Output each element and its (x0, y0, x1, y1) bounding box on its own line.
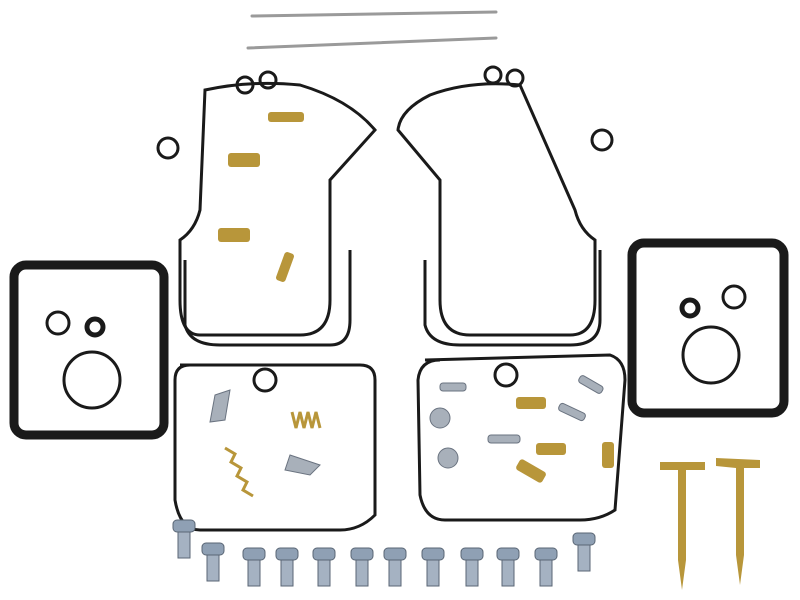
jet (536, 443, 566, 455)
side-gasket-left (9, 260, 169, 440)
needle-valve (284, 454, 321, 476)
bolt (383, 547, 407, 587)
bolt (242, 547, 266, 587)
jet (516, 397, 546, 409)
air-screw (660, 462, 705, 590)
screw (487, 434, 521, 444)
side-gaskets (9, 238, 789, 440)
bolt (572, 532, 596, 572)
o-ring (84, 316, 106, 338)
pilot-jet (276, 252, 294, 282)
gaskets (156, 65, 614, 347)
washer (429, 407, 451, 429)
screw (558, 402, 586, 422)
bolt (496, 547, 520, 587)
pilot-jet (268, 112, 304, 122)
bolt (534, 547, 558, 587)
bolt (172, 519, 196, 559)
float-bowl-gasket-left (178, 81, 377, 337)
gasket-ring (483, 65, 503, 85)
screw (578, 375, 604, 394)
bowl-gaskets (173, 353, 627, 532)
bowl-gasket-outline-left (183, 250, 352, 347)
bolt (275, 547, 299, 587)
o-ring (721, 284, 747, 310)
jet-needle (250, 10, 498, 18)
gasket-ring (156, 136, 180, 160)
side-gasket-right (627, 238, 789, 418)
gasket-ring (235, 75, 255, 95)
gasket-ring (493, 362, 519, 388)
bolt (312, 547, 336, 587)
gasket-ring (258, 70, 278, 90)
o-rings (45, 284, 747, 410)
bolt (421, 547, 445, 587)
brass-jets (218, 112, 760, 590)
bowl-gasket-outline-right (423, 250, 602, 347)
washer (437, 447, 459, 469)
o-ring (681, 325, 741, 385)
gasket-ring (590, 128, 614, 152)
bolts (172, 519, 596, 587)
o-ring (62, 350, 122, 410)
small-parts (209, 375, 604, 476)
jet-needles (246, 10, 498, 50)
float-bowl-gasket-right (396, 82, 597, 337)
bolt (201, 542, 225, 582)
main-jet (218, 228, 250, 242)
jet (602, 442, 614, 468)
springs (224, 411, 322, 498)
o-ring (45, 310, 71, 336)
gasket-ring (252, 367, 278, 393)
bolt (350, 547, 374, 587)
main-jet (228, 153, 260, 167)
air-screw (716, 458, 760, 585)
bolt (460, 547, 484, 587)
o-ring (679, 297, 701, 319)
screw (439, 382, 467, 392)
jet (516, 459, 546, 483)
spring (224, 446, 254, 498)
gasket-ring (505, 68, 525, 88)
needle-valve (209, 389, 231, 423)
jet-needle (246, 36, 498, 50)
bowl-gasket-left (173, 363, 377, 532)
spring (290, 411, 322, 429)
bowl-gasket-right (416, 353, 627, 522)
